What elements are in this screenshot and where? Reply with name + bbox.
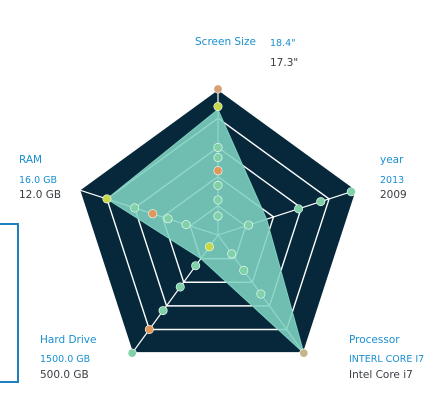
- axis-value1-0: 18.4": [270, 38, 296, 49]
- radar-point-4-3: [163, 214, 173, 224]
- axis-value1-4: 16.0 GB: [19, 175, 57, 186]
- radar-point-1-1: [316, 197, 326, 207]
- radar-point-1-0: [346, 187, 356, 197]
- axis-value2-2: Intel Core i7: [349, 369, 413, 381]
- radar-point-1-2: [294, 204, 304, 214]
- radar-point-0-0: [213, 84, 223, 94]
- axis-value2-3: 500.0 GB: [40, 369, 89, 381]
- radar-ring-5: [77, 87, 359, 355]
- radar-point-3-4: [191, 261, 201, 271]
- radar-point-0-3: [213, 153, 223, 163]
- axis-value1-1: 2013: [380, 175, 404, 186]
- axis-value2-1: 2009: [380, 189, 407, 201]
- radar-point-0-7: [213, 211, 223, 221]
- axis-value2-0: 17.3": [270, 57, 298, 69]
- radar-point-3-0: [127, 348, 137, 358]
- radar-point-2-1: [256, 289, 266, 299]
- radar-point-1-3: [244, 220, 254, 230]
- radar-point-0-4: [213, 166, 223, 176]
- radar-point-3-2: [158, 306, 168, 316]
- axis-value2-4: 12.0 GB: [19, 189, 61, 201]
- radar-point-4-4: [181, 220, 191, 230]
- side-accent-box: [0, 223, 19, 383]
- radar-point-3-5: [204, 242, 214, 252]
- axis-value1-2: INTERL CORE I7: [349, 354, 424, 365]
- radar-point-3-3: [175, 282, 185, 292]
- axis-value1-3: 1500.0 GB: [40, 354, 90, 365]
- radar-point-4-0: [102, 194, 112, 204]
- axis-label-3: Hard Drive: [40, 334, 96, 346]
- axis-label-1: year: [380, 154, 404, 166]
- radar-point-3-1: [144, 324, 154, 334]
- radar-point-4-2: [148, 209, 158, 219]
- axis-label-2: Processor: [349, 334, 400, 346]
- axis-label-0: Screen Size: [195, 36, 256, 48]
- radar-point-0-2: [213, 142, 223, 152]
- radar-area: [106, 108, 305, 355]
- radar-point-0-1: [213, 102, 223, 112]
- radar-point-2-0: [299, 348, 309, 358]
- radar-point-0-5: [213, 180, 223, 190]
- radar-point-4-1: [130, 203, 140, 213]
- radar-point-2-3: [227, 249, 237, 259]
- radar-point-2-2: [239, 265, 249, 275]
- radar-point-0-6: [213, 195, 223, 205]
- axis-label-4: RAM: [19, 154, 42, 166]
